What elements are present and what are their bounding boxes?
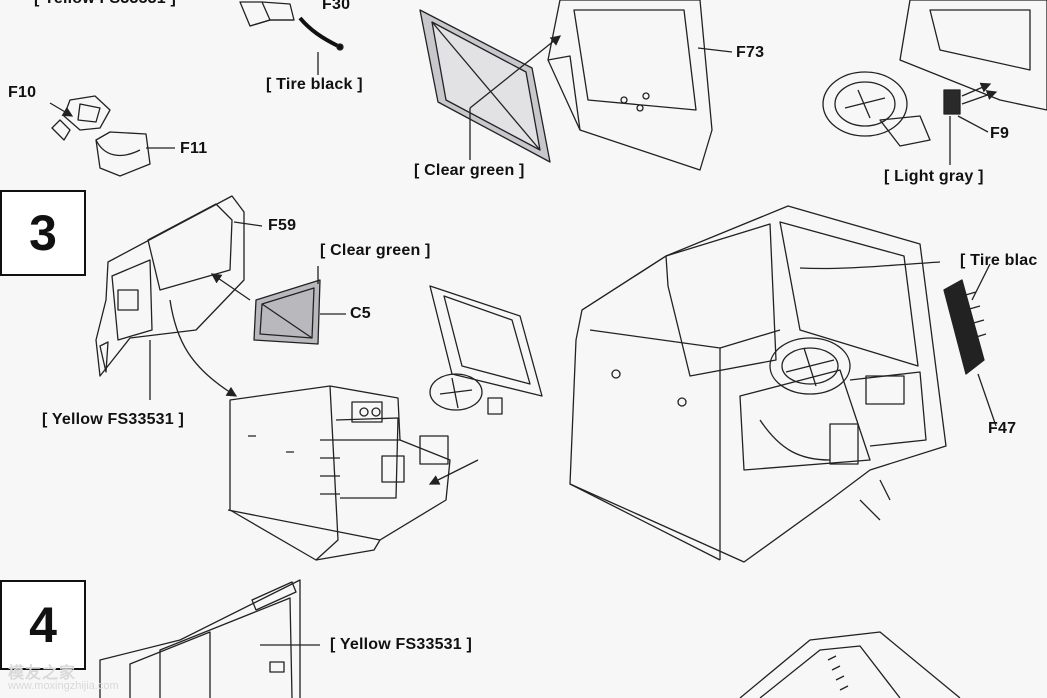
watermark-url: www.moxingzhijia.com — [8, 680, 119, 692]
console-assembly-step3 — [227, 385, 451, 561]
steering-wheel-icon — [822, 71, 931, 147]
windscreen-top — [419, 9, 551, 163]
label-f30: F30 — [322, 0, 351, 13]
watermark: 模友之家 www.moxingzhijia.com — [8, 665, 119, 693]
label-f10: F10 — [8, 84, 37, 101]
label-yellow-bottom: [ Yellow FS33531 ] — [330, 636, 473, 653]
steering-wheel-icon — [769, 337, 851, 395]
f10-part — [51, 95, 111, 141]
f11-part — [95, 131, 151, 177]
label-yellow-mid: [ Yellow FS33531 ] — [42, 411, 185, 428]
light-bar-icon — [943, 82, 998, 115]
windscreen-frame-step3 — [429, 285, 543, 397]
cab-panel-f73 — [547, 0, 713, 171]
label-c5: C5 — [350, 305, 371, 322]
label-tire-black-right: [ Tire blac — [960, 252, 1038, 269]
label-clear-green-mid: [ Clear green ] — [320, 242, 431, 259]
step-number-4: 4 — [0, 580, 86, 670]
label-f11: F11 — [180, 140, 208, 157]
label-f47: F47 — [988, 420, 1017, 437]
windscreen-c5 — [253, 279, 321, 345]
steering-wheel-icon — [429, 373, 503, 415]
label-light-gray: [ Light gray ] — [884, 168, 984, 185]
label-tire-black-top: [ Tire black ] — [266, 76, 363, 93]
cable-icon — [298, 16, 339, 48]
assembled-cab — [569, 205, 947, 563]
label-f9: F9 — [990, 125, 1010, 142]
step-number-3: 3 — [0, 190, 86, 276]
door-frame-step4 — [99, 579, 320, 698]
watermark-title: 模友之家 — [8, 665, 77, 682]
label-f59: F59 — [268, 217, 297, 234]
label-f73: F73 — [736, 44, 765, 61]
label-clear-green-top: [ Clear green ] — [414, 162, 525, 179]
top-right-assembly — [899, 0, 1047, 111]
door-frame-f59 — [95, 195, 245, 377]
top-small-part — [239, 1, 295, 27]
cab-top-step4 — [739, 631, 961, 698]
cable-icon — [943, 279, 987, 375]
label-yellow-top: [ Yellow FS33531 ] — [34, 0, 176, 8]
